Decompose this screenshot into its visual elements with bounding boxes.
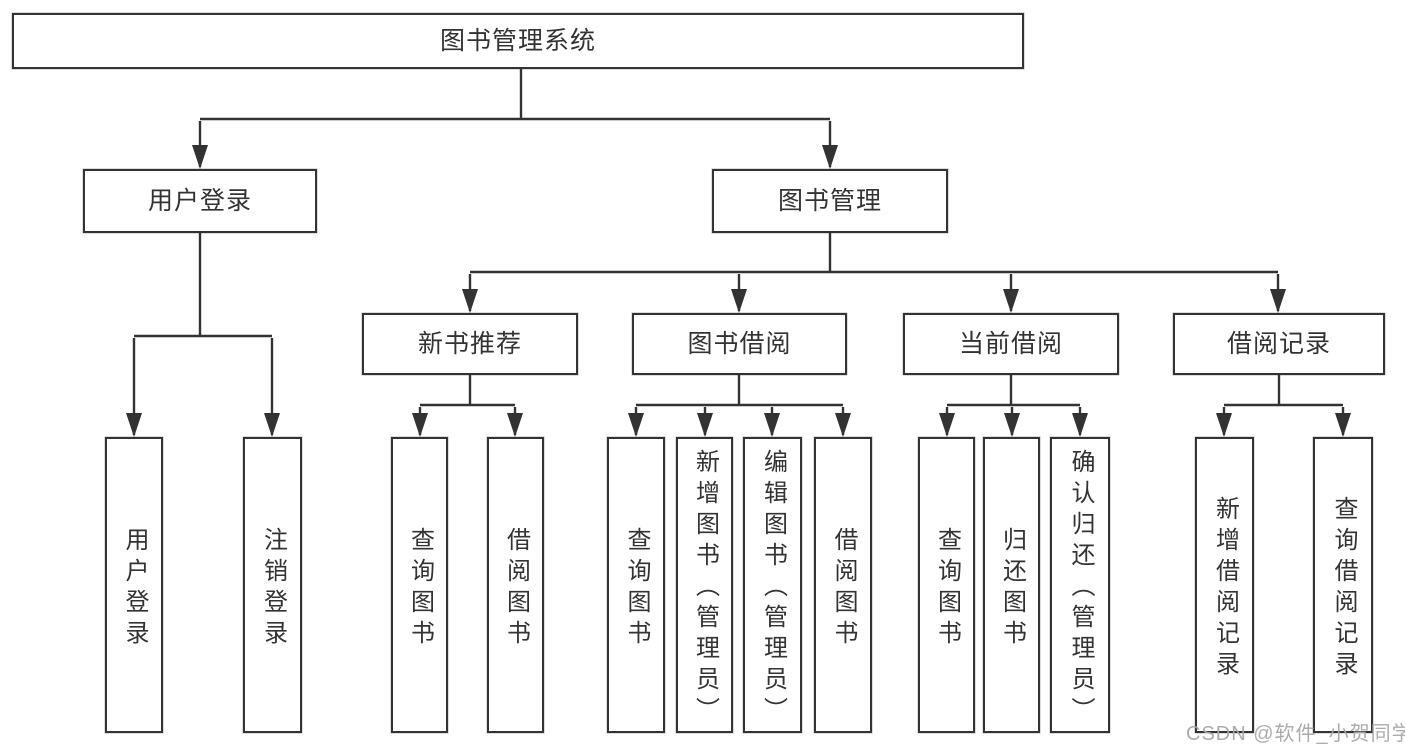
leaf-edit-books-admin: 编辑图书（管理员） <box>743 437 802 733</box>
leaf-query-books-recommend: 查询图书 <box>391 437 448 733</box>
leaf-logout: 注销登录 <box>243 437 302 733</box>
leaf-query-books-borrow: 查询图书 <box>607 437 665 733</box>
leaf-query-books-current: 查询图书 <box>918 437 975 733</box>
leaf-add-borrow-record: 新增借阅记录 <box>1195 437 1254 733</box>
arrowheads <box>126 145 1351 437</box>
leaf-add-books-admin: 新增图书（管理员） <box>676 437 733 733</box>
leaf-return-books: 归还图书 <box>983 437 1040 733</box>
node-book-management-branch: 图书管理 <box>712 169 948 233</box>
leaf-user-login: 用户登录 <box>105 437 163 733</box>
tree-edges <box>132 69 1345 435</box>
leaf-query-borrow-record: 查询借阅记录 <box>1313 437 1373 733</box>
leaf-borrow-books: 借阅图书 <box>814 437 872 733</box>
leaf-confirm-return-admin: 确认归还（管理员） <box>1050 437 1110 733</box>
leaf-borrow-books-recommend: 借阅图书 <box>487 437 544 733</box>
node-borrow-records: 借阅记录 <box>1173 313 1385 375</box>
node-book-borrow: 图书借阅 <box>632 313 847 375</box>
node-new-book-recommend: 新书推荐 <box>362 313 578 375</box>
node-current-borrow: 当前借阅 <box>903 313 1119 375</box>
node-root-system: 图书管理系统 <box>12 13 1024 69</box>
csdn-watermark: CSDN @软件_小贺同学 <box>1186 723 1405 745</box>
node-user-login-branch: 用户登录 <box>83 169 317 233</box>
